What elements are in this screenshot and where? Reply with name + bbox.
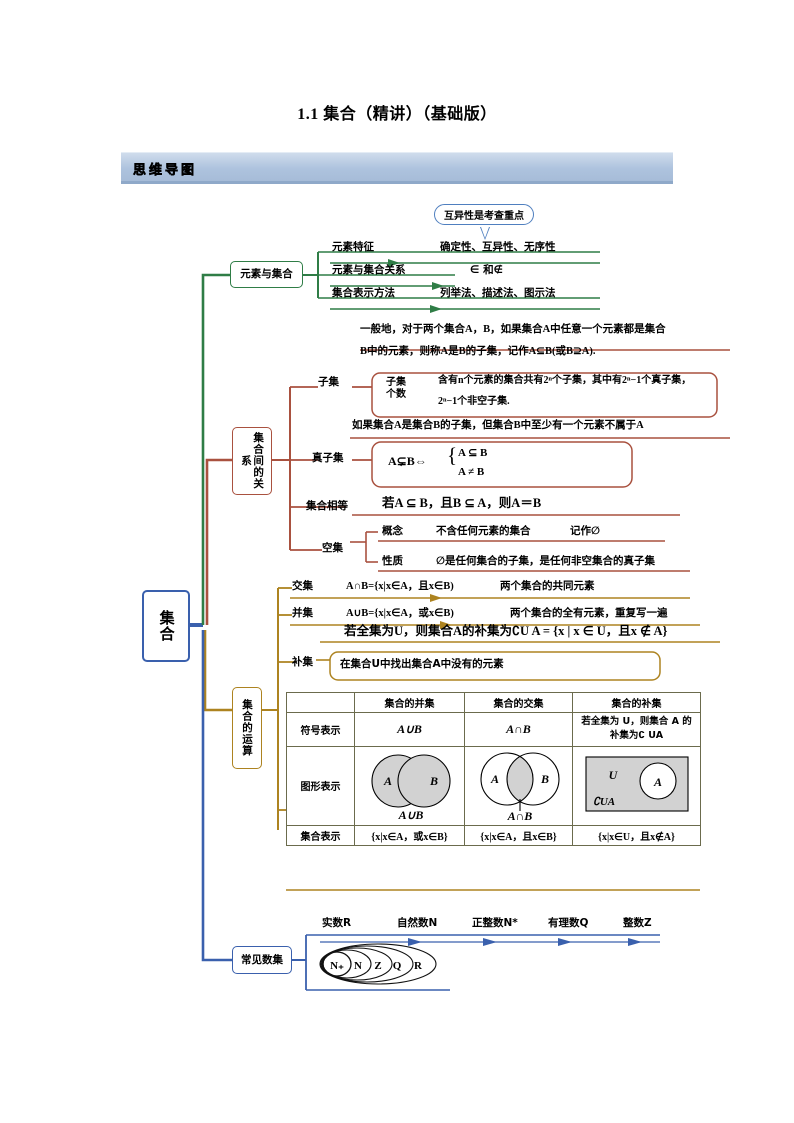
elements-row-2-key: 集合表示方法 (332, 287, 395, 299)
mindmap-canvas: 互异性是考查重点 集合 元素与集合 元素特征 确定性、互异性、无序性 元素与集合… (0, 190, 794, 1020)
symbol-union: A∪B (354, 712, 465, 747)
setexpr-union: {x|x∈A，或x∈B} (354, 824, 465, 846)
elements-row-1-value: ∈ 和∉ (470, 264, 503, 276)
subset-definition-line2: B中的元素，则称A是B的子集，记作A⊆B(或B⊇A). (360, 346, 596, 357)
svg-text:R: R (414, 960, 423, 972)
operations-table: 集合的并集 集合的交集 集合的补集 符号表示 A∪B A∩B 若全集为 U，则集… (286, 692, 701, 846)
symbol-complement-line2: 补集为∁ UA (609, 730, 664, 742)
row-label-symbol: 符号表示 (286, 712, 355, 747)
proper-subset-formula-left: A⊊B⇔ (388, 454, 427, 468)
branch-operations[interactable]: 集合的运算 (232, 687, 262, 769)
numberset-item-4: 整数Z (623, 917, 652, 929)
subset-label: 子集 (318, 376, 339, 388)
union-formula: A∪B={x|x∈A，或x∈B) (346, 608, 454, 619)
svg-text:N: N (354, 960, 362, 972)
svg-text:A: A (382, 774, 391, 788)
venn-intersection-cell: A B A∩B (464, 745, 573, 826)
symbol-complement-line1: 若全集为 U，则集合 A 的 (581, 716, 692, 727)
empty-row-0-extra: 记作∅ (570, 525, 600, 537)
venn-intersection: A B A∩B (466, 749, 571, 823)
branch-numbersets[interactable]: 常见数集 (232, 946, 292, 974)
union-label: 并集 (292, 607, 313, 619)
venn-union: A B A∪B (356, 749, 463, 823)
proper-subset-label: 真子集 (312, 452, 344, 464)
set-equal-label: 集合相等 (306, 500, 348, 512)
union-note: 两个集合的全有元素，重复写一遍 (510, 607, 668, 619)
setexpr-complement: {x|x∈U，且x∉A} (572, 824, 701, 846)
empty-set-label: 空集 (322, 542, 343, 554)
subset-count-line2: 2ⁿ−1个非空子集. (438, 396, 510, 407)
callout-tail (480, 226, 490, 240)
elements-row-0-value: 确定性、互异性、无序性 (440, 241, 556, 253)
numberset-item-1: 自然数N (397, 917, 438, 929)
proper-subset-formula-top: A ⊆ B (458, 447, 488, 459)
symbol-complement: 若全集为 U，则集合 A 的 补集为∁ UA (572, 712, 701, 747)
svg-text:U: U (608, 768, 618, 782)
svg-text:Q: Q (393, 960, 402, 972)
proper-subset-definition: 如果集合A是集合B的子集，但集合B中至少有一个元素不属于A (352, 420, 644, 431)
root-node[interactable]: 集合 (142, 590, 190, 662)
elements-row-1-key: 元素与集合关系 (332, 264, 406, 276)
row-label-diagram: 图形表示 (286, 745, 355, 826)
table-row-diagram: 图形表示 A B A∪B (286, 745, 701, 826)
table-header-complement: 集合的补集 (572, 692, 701, 713)
table-corner-cell (286, 692, 355, 713)
elements-row-2-value: 列举法、描述法、图示法 (440, 287, 556, 299)
mindmap-connectors (190, 251, 730, 991)
empty-row-1-key: 性质 (382, 555, 403, 567)
nested-numbersets-diagram: N₊ N Z Q R (318, 942, 443, 991)
intersection-label: 交集 (292, 580, 313, 592)
proper-subset-brace: { (447, 443, 458, 467)
row-label-setexpr: 集合表示 (286, 824, 355, 846)
subset-count-label: 子集个数 (386, 377, 406, 400)
intersection-note: 两个集合的共同元素 (500, 580, 595, 592)
subset-definition-line1: 一般地，对于两个集合A，B，如果集合A中任意一个元素都是集合 (360, 324, 666, 335)
venn-union-cell: A B A∪B (354, 745, 465, 826)
branch-elements[interactable]: 元素与集合 (230, 261, 303, 288)
complement-label: 补集 (292, 656, 313, 668)
set-equal-value: 若A ⊆ B，且B ⊆ A，则A＝B (382, 496, 542, 510)
venn-complement: U A ∁UA (574, 749, 699, 823)
intersection-formula: A∩B={x|x∈A，且x∈B) (346, 581, 454, 592)
venn-complement-cell: U A ∁UA (572, 745, 701, 826)
svg-text:N₊: N₊ (330, 960, 344, 972)
svg-text:∁UA: ∁UA (592, 796, 614, 808)
table-header-row: 集合的并集 集合的交集 集合的补集 (286, 692, 701, 713)
subset-count-line1: 含有n个元素的集合共有2ⁿ个子集，其中有2ⁿ−1个真子集， (438, 375, 692, 386)
numberset-item-3: 有理数Q (548, 917, 589, 929)
svg-text:A∩B: A∩B (506, 809, 532, 821)
empty-row-0-value: 不含任何元素的集合 (436, 525, 531, 537)
page-title: 1.1 集合（精讲）（基础版） (297, 106, 497, 123)
table-row-setexpr: 集合表示 {x|x∈A，或x∈B} {x|x∈A，且x∈B} {x|x∈U，且x… (286, 824, 701, 846)
setexpr-intersection: {x|x∈A，且x∈B} (464, 824, 573, 846)
branch-relations[interactable]: 集合间的关系 (232, 427, 272, 495)
empty-row-1-value: ∅是任何集合的子集，是任何非空集合的真子集 (436, 555, 655, 567)
svg-text:A: A (489, 772, 498, 786)
empty-row-0-key: 概念 (382, 525, 403, 537)
complement-line1: 若全集为U，则集合A的补集为∁U A = {x | x ∈ U，且x ∉ A} (344, 624, 668, 638)
svg-text:A: A (652, 775, 661, 789)
symbol-intersection: A∩B (464, 712, 573, 747)
table-header-intersection: 集合的交集 (464, 692, 573, 713)
proper-subset-formula-bottom: A ≠ B (458, 466, 485, 478)
numberset-item-2: 正整数N* (472, 917, 518, 929)
section-banner: 思维导图 (121, 152, 673, 184)
svg-text:A∪B: A∪B (397, 808, 423, 821)
table-header-union: 集合的并集 (354, 692, 465, 713)
elements-row-0-key: 元素特征 (332, 241, 374, 253)
numberset-item-0: 实数R (322, 917, 352, 929)
table-row-symbol: 符号表示 A∪B A∩B 若全集为 U，则集合 A 的 补集为∁ UA (286, 712, 701, 747)
complement-line2: 在集合U中找出集合A中没有的元素 (340, 658, 504, 670)
banner-label: 思维导图 (133, 163, 198, 179)
svg-text:B: B (539, 772, 548, 786)
svg-text:B: B (428, 774, 437, 788)
callout-bubble: 互异性是考查重点 (434, 204, 534, 225)
svg-text:Z: Z (374, 960, 381, 972)
